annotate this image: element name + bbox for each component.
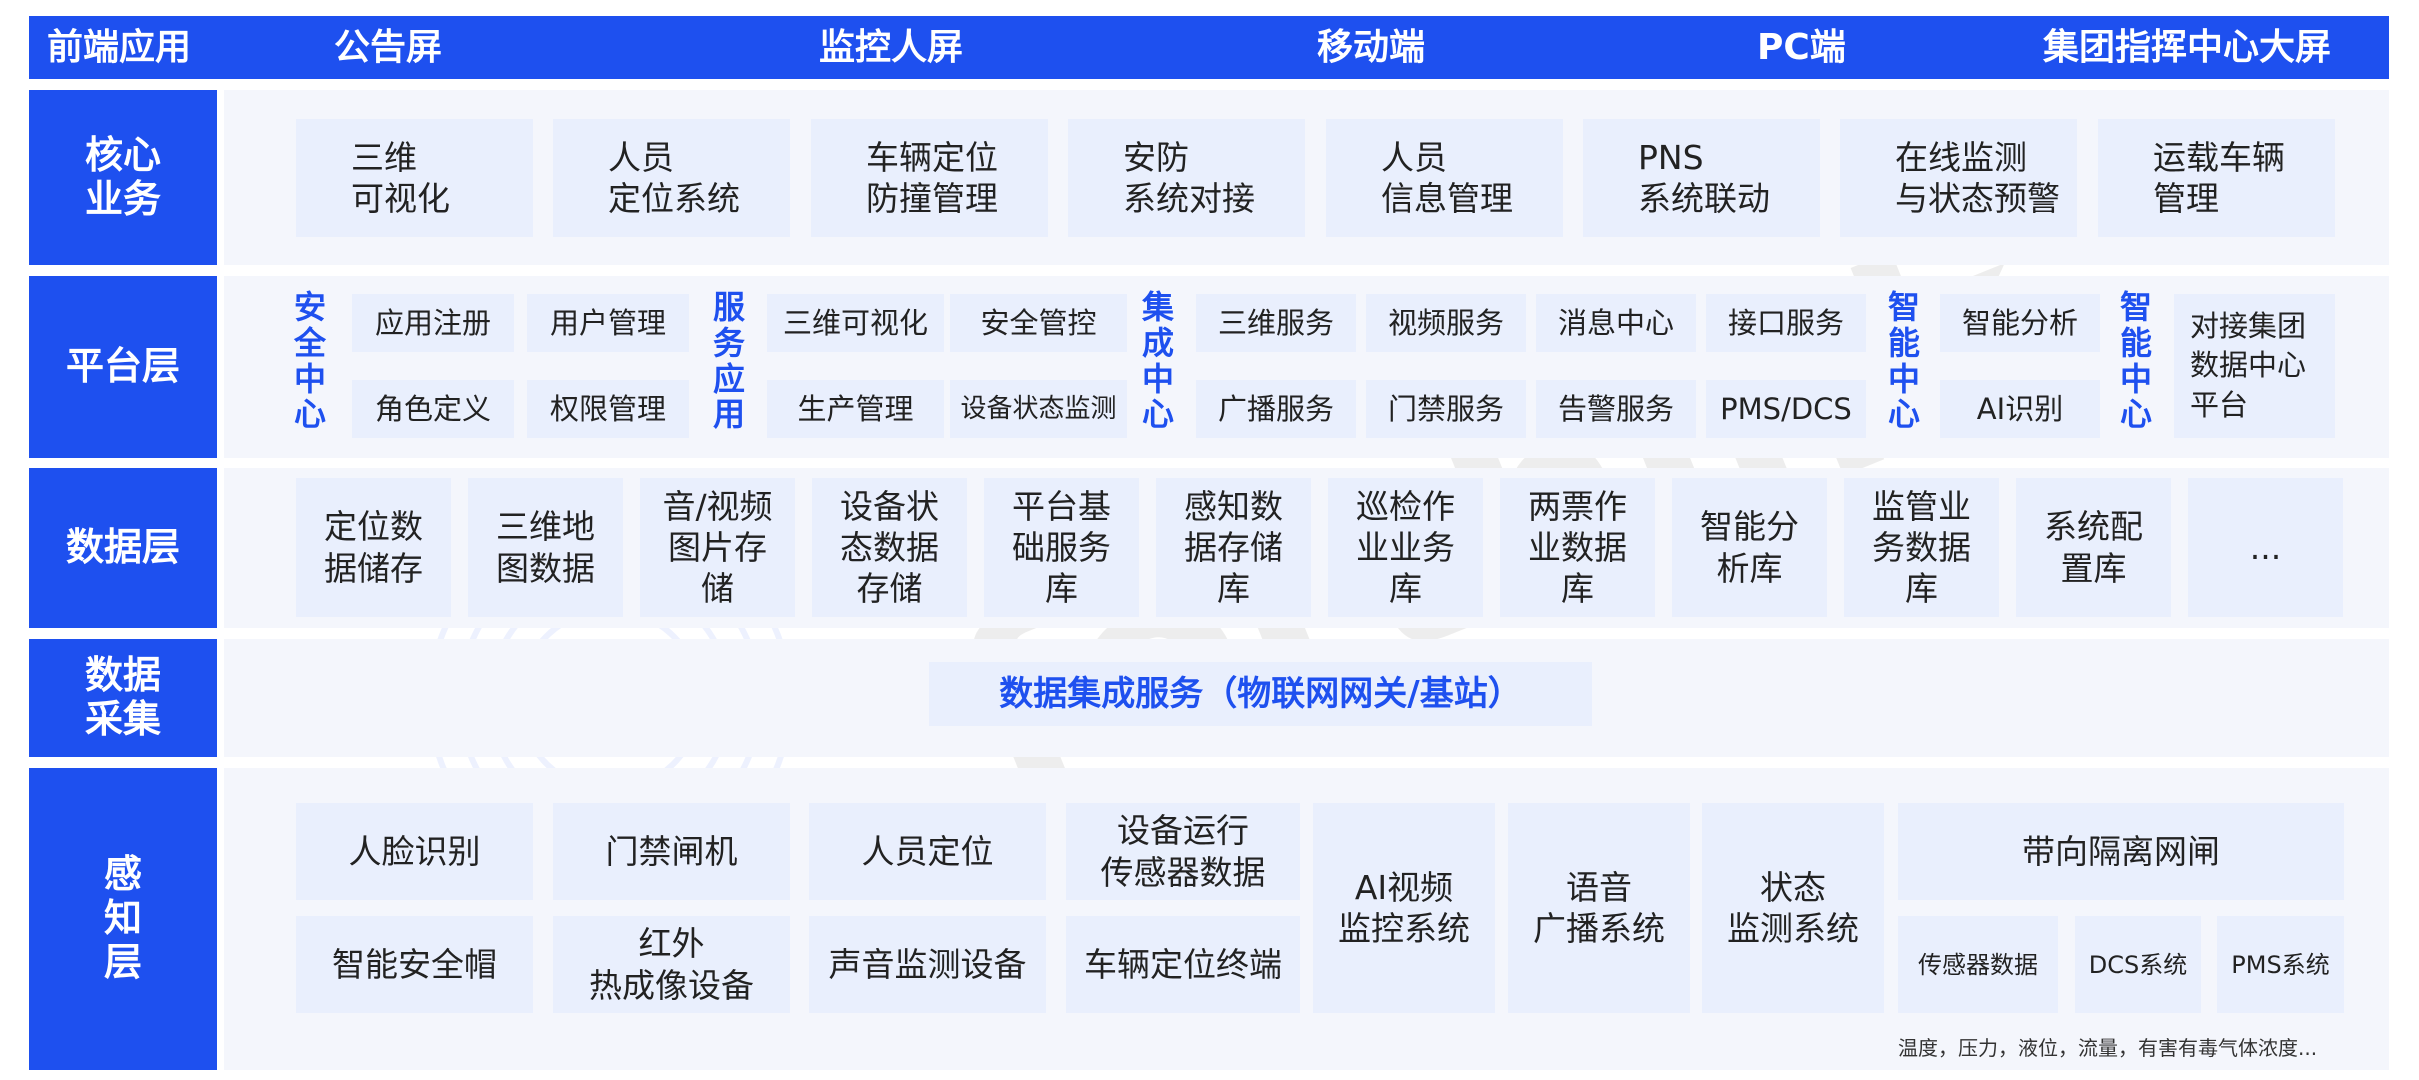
data-item: 监管业 务数据 库 [1844, 478, 1999, 617]
group-title-char: 中 [1141, 359, 1174, 398]
platform-item: 对接集团 数据中心 平台 [2174, 294, 2335, 438]
frontend-item-pc: PC端 [1757, 27, 1846, 68]
core-item: 安防 系统对接 [1068, 119, 1305, 237]
core-item: 车辆定位 防撞管理 [811, 119, 1048, 237]
platform-item: 设备状态监测 [950, 380, 1127, 438]
perception-item: AI视频 监控系统 [1313, 803, 1495, 1013]
perception-item: 状态 监测系统 [1702, 803, 1884, 1013]
group-title-char: 集 [1141, 288, 1174, 326]
group-title-char: 用 [712, 395, 745, 434]
group-title-char: 全 [293, 323, 326, 362]
frontend-item-bulletin-screen: 公告屏 [334, 27, 443, 68]
platform-item: 消息中心 [1536, 294, 1696, 352]
data-item: 巡检作 业业务 库 [1328, 478, 1483, 617]
platform-item: 用户管理 [527, 294, 689, 352]
perception-item: 智能安全帽 [296, 916, 533, 1013]
perception-item: 人脸识别 [296, 803, 533, 900]
row-label-platform: 平台层 [29, 276, 217, 458]
platform-item: 接口服务 [1706, 294, 1866, 352]
group-title-char: 心 [1141, 395, 1174, 434]
platform-item: 视频服务 [1366, 294, 1526, 352]
perception-subitem: DCS系统 [2075, 916, 2201, 1013]
platform-item: 权限管理 [527, 380, 689, 438]
perception-item: 声音监测设备 [809, 916, 1046, 1013]
perception-item: 带向隔离网闸 [1898, 803, 2344, 900]
group-title-char: 智 [1887, 288, 1920, 326]
group-title-char: 能 [1887, 323, 1920, 362]
row-label-data: 数据层 [29, 468, 217, 628]
frontend-item-monitor-screen: 监控人屏 [819, 27, 964, 68]
platform-item: 智能分析 [1940, 294, 2100, 352]
platform-item: 告警服务 [1536, 380, 1696, 438]
perception-item: 设备运行 传感器数据 [1066, 803, 1300, 900]
platform-item: 门禁服务 [1366, 380, 1526, 438]
data-item: 智能分 析库 [1672, 478, 1827, 617]
perception-item: 人员定位 [809, 803, 1046, 900]
group-title-char: 成 [1141, 323, 1174, 362]
data-item: 设备状 态数据 存储 [812, 478, 967, 617]
core-item: 在线监测 与状态预警 [1840, 119, 2077, 237]
platform-item: 安全管控 [950, 294, 1127, 352]
group-title-service-app: 服务应用 [709, 288, 749, 434]
group-title-char: 中 [1887, 359, 1920, 398]
core-item: 运载车辆 管理 [2098, 119, 2335, 237]
group-title-char: 心 [2119, 395, 2152, 434]
core-item: 人员 定位系统 [553, 119, 790, 237]
perception-note: 温度，压力，液位，流量，有害有毒气体浓度... [1898, 1036, 2318, 1060]
group-title-char: 应 [712, 359, 745, 398]
group-title-char: 能 [2119, 323, 2152, 362]
frontend-item-mobile: 移动端 [1317, 27, 1426, 68]
group-title-char: 心 [1887, 395, 1920, 434]
data-item: 系统配 置库 [2016, 478, 2171, 617]
platform-item: 广播服务 [1196, 380, 1356, 438]
platform-item: AI识别 [1940, 380, 2100, 438]
group-title-char: 智 [2119, 288, 2152, 326]
row-label-perception: 感 知 层 [29, 768, 217, 1070]
group-title-text: 集成中心 [1138, 288, 1178, 434]
core-item: PNS 系统联动 [1583, 119, 1820, 237]
perception-subitem: 传感器数据 [1898, 916, 2058, 1013]
group-title-char: 心 [293, 395, 326, 434]
core-item: 人员 信息管理 [1326, 119, 1563, 237]
perception-item: 语音 广播系统 [1508, 803, 1690, 1013]
group-title-security-center: 安全中心 [290, 288, 330, 434]
perception-item: 车辆定位终端 [1066, 916, 1300, 1013]
group-title-char: 安 [293, 288, 326, 326]
platform-item: 角色定义 [352, 380, 514, 438]
platform-item: 三维服务 [1196, 294, 1356, 352]
perception-item: 红外 热成像设备 [553, 916, 790, 1013]
platform-item: 三维可视化 [767, 294, 944, 352]
row-label-core-business: 核心 业务 [29, 90, 217, 265]
core-item: 三维 可视化 [296, 119, 533, 237]
platform-item: 应用注册 [352, 294, 514, 352]
group-title-text: 安全中心 [290, 288, 330, 434]
group-title-text: 服务应用 [709, 288, 749, 434]
group-title-char: 服 [712, 288, 745, 326]
row-label-data-collection: 数据 采集 [29, 639, 217, 757]
data-item: 定位数 据储存 [296, 478, 451, 617]
frontend-app-label: 前端应用 [47, 27, 192, 68]
group-title-char: 务 [712, 323, 745, 362]
group-title-char: 中 [2119, 359, 2152, 398]
data-integration-service: 数据集成服务（物联网网关/基站） [929, 662, 1592, 726]
group-title-text: 智能中心 [1884, 288, 1924, 434]
perception-subitem: PMS系统 [2217, 916, 2344, 1013]
data-item: 三维地 图数据 [468, 478, 623, 617]
data-item-more: ... [2188, 478, 2343, 617]
data-item: 音/视频 图片存 储 [640, 478, 795, 617]
data-item: 感知数 据存储 库 [1156, 478, 1311, 617]
group-title-text: 智能中心 [2116, 288, 2156, 434]
platform-item: PMS/DCS [1706, 380, 1866, 438]
data-item: 两票作 业数据 库 [1500, 478, 1655, 617]
group-title-intelligence-center: 智能中心 [1884, 288, 1924, 434]
frontend-app-bar: 前端应用 公告屏 监控人屏 移动端 PC端 集团指挥中心大屏 [29, 16, 2389, 79]
group-title-integration-center: 集成中心 [1138, 288, 1178, 434]
group-title-char: 中 [293, 359, 326, 398]
group-title-intelligence-center-2: 智能中心 [2116, 288, 2156, 434]
frontend-item-group-command-screen: 集团指挥中心大屏 [2043, 27, 2332, 68]
platform-item: 生产管理 [767, 380, 944, 438]
perception-item: 门禁闸机 [553, 803, 790, 900]
data-item: 平台基 础服务 库 [984, 478, 1139, 617]
